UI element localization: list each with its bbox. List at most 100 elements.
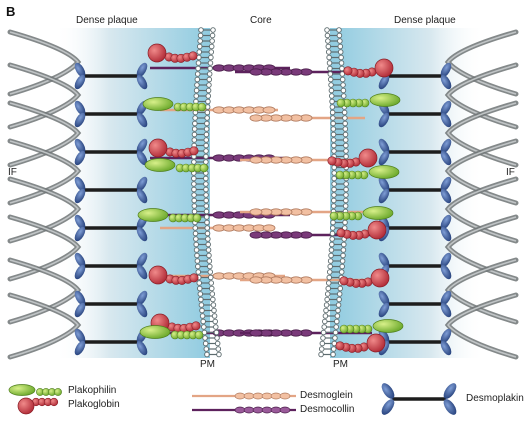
lipid-head — [211, 313, 218, 319]
lipid-head — [205, 87, 212, 94]
legend-desmoplakin-icon — [381, 383, 395, 399]
legend-desmoplakin: Desmoplakin — [466, 393, 524, 404]
desmoplakin-lobe — [440, 252, 452, 268]
lipid-head — [329, 98, 335, 105]
lipid-head — [342, 126, 349, 132]
lipid-head — [203, 137, 210, 143]
filament-left-highlight — [9, 259, 80, 323]
lipid-head — [327, 71, 334, 77]
plakoglobin-head — [370, 268, 390, 288]
desmoplakin-lobe — [378, 290, 390, 306]
lipid-head — [333, 324, 339, 330]
lipid-head — [320, 335, 326, 341]
lipid-head — [328, 252, 334, 259]
core-label: Core — [250, 15, 272, 26]
plakoglobin-repeat — [339, 276, 349, 286]
lipid-head — [203, 153, 209, 160]
desmoplakin-lobe — [440, 74, 452, 90]
lipid-head — [211, 307, 217, 314]
lipid-head — [343, 153, 349, 160]
lipid-head — [338, 60, 345, 66]
lipid-head — [209, 32, 216, 39]
legend-desmocollin-icon — [243, 406, 255, 414]
lipid-head — [207, 60, 214, 66]
lipid-head — [193, 93, 200, 99]
lipid-head — [340, 82, 346, 88]
lipid-head — [339, 258, 346, 264]
lipid-head — [194, 252, 200, 259]
desmoplakin-lobe — [136, 62, 148, 78]
lipid-head — [328, 82, 334, 88]
desmocollin-domain — [249, 329, 263, 337]
desmoplakin-lobe — [440, 328, 452, 344]
lipid-head — [210, 302, 217, 308]
lipid-head — [191, 181, 197, 187]
plakoglobin-repeat — [189, 146, 199, 156]
plakoglobin-repeat — [188, 51, 198, 61]
lipid-head — [329, 236, 335, 242]
lipid-head — [325, 280, 332, 286]
lipid-head — [203, 186, 209, 193]
legend-desmoplakin-icon — [381, 399, 395, 415]
lipid-head — [204, 230, 211, 237]
plakophilin-repeat — [339, 324, 349, 334]
lipid-head — [208, 274, 214, 281]
desmoplakin-lobe — [136, 176, 148, 192]
lipid-head — [327, 65, 333, 72]
lipid-head — [327, 76, 334, 83]
plakophilin-repeat — [192, 213, 202, 223]
lipid-head — [205, 98, 211, 105]
lipid-head — [324, 291, 331, 297]
plakophilin-repeat — [197, 102, 207, 112]
filament-right-highlight — [446, 294, 517, 358]
armadillo-proteins — [137, 43, 404, 353]
lipid-head — [321, 324, 327, 330]
lipid-head — [205, 247, 212, 253]
desmoplakin-lobe — [74, 340, 86, 356]
desmoplakin-lobe — [136, 264, 148, 280]
lipid-head — [330, 225, 336, 231]
lipid-head — [330, 115, 336, 121]
lipid-head — [194, 76, 201, 83]
desmoglein-domain — [249, 156, 263, 164]
desmosomal-cadherins — [150, 64, 372, 337]
lipid-head — [343, 197, 349, 204]
desmoplakin-lobe — [74, 62, 86, 78]
lipid-head — [209, 291, 216, 297]
lipid-head — [204, 225, 210, 231]
lipid-head — [206, 258, 213, 264]
lipid-head — [338, 54, 344, 61]
desmoplakin-lobe — [74, 100, 86, 116]
lipid-head — [195, 65, 201, 72]
lipid-head — [343, 148, 349, 154]
desmoplakin-lobe — [440, 214, 452, 230]
desmoplakin-lobe — [378, 328, 390, 344]
plakoglobin-head — [358, 148, 378, 168]
lipid-head — [342, 131, 349, 138]
plakoglobin-repeat — [327, 156, 337, 166]
filament-left-highlight — [9, 31, 80, 95]
legend-plakophilin: Plakophilin — [68, 385, 117, 396]
lipid-head — [330, 203, 337, 209]
desmoplakin-lobe — [440, 112, 452, 128]
lipid-head — [328, 247, 335, 253]
pm-label-right: PM — [333, 359, 348, 370]
lipid-head — [336, 291, 343, 297]
lipid-head — [203, 197, 209, 204]
lipid-head — [193, 87, 200, 94]
plakophilin-head — [137, 208, 169, 222]
desmoplakin-lobe — [440, 138, 452, 154]
lipid-head — [195, 60, 202, 66]
lipid-head — [205, 93, 212, 99]
desmoplakin-lobe — [378, 176, 390, 192]
desmoplakin-array-right — [378, 62, 452, 356]
lipid-head — [194, 258, 201, 264]
lipid-head — [331, 181, 337, 187]
desmoplakin-lobe — [440, 226, 452, 242]
lipid-head — [216, 351, 222, 358]
lipid-head — [206, 76, 213, 83]
desmoplakin-lobe — [440, 188, 452, 204]
legend-desmocollin: Desmocollin — [300, 404, 355, 415]
lipid-head — [203, 159, 209, 165]
lipid-head — [204, 120, 210, 127]
